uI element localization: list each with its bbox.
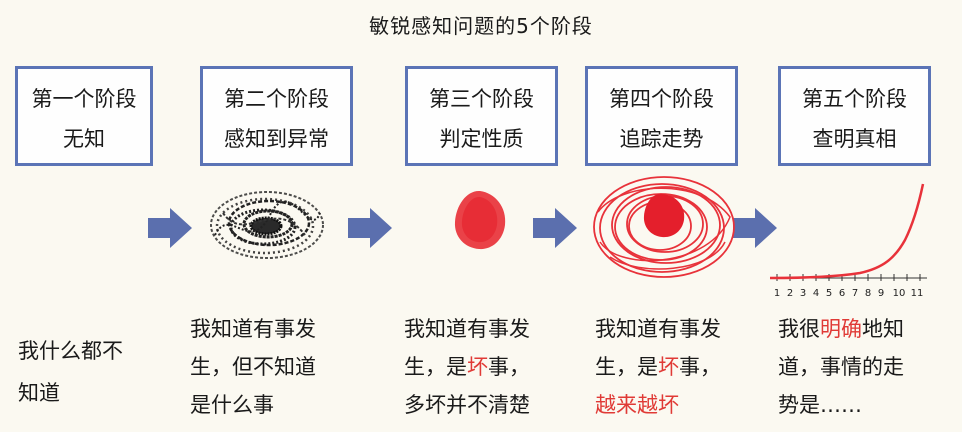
- tick-label: 8: [865, 288, 871, 299]
- description-line: 越来越坏: [595, 386, 721, 424]
- red-blob-icon: [454, 190, 506, 250]
- arrow-4-icon: [733, 208, 777, 248]
- stage-3-name: 第三个阶段: [429, 87, 534, 111]
- description-text: 我知道有事发: [190, 317, 316, 341]
- stage-5-description: 我很明确地知道，事情的走势是……: [778, 310, 904, 424]
- stage-1-description: 我什么都不知道: [18, 330, 123, 414]
- stage-3-label: 判定性质: [439, 127, 524, 151]
- description-line: 道，事情的走: [778, 348, 904, 386]
- tick-label: 3: [800, 288, 806, 299]
- trend-chart: 1 2 3 4 5 6 7 8 9 10 11: [769, 183, 927, 299]
- description-text: 我知道有事发: [595, 317, 721, 341]
- tick-label: 6: [839, 288, 845, 299]
- description-line: 知道: [18, 372, 123, 414]
- stage-3-description: 我知道有事发生，是坏事，多坏并不清楚: [404, 310, 530, 424]
- tick-label: 1: [774, 288, 780, 299]
- red-spiral-icon: [593, 176, 735, 278]
- stage-5-box: 第五个阶段 查明真相: [778, 66, 931, 166]
- description-text: 我很: [778, 317, 820, 341]
- arrow-2-icon: [348, 208, 392, 248]
- tick-label: 7: [852, 288, 858, 299]
- stage-4-description: 我知道有事发生，是坏事，越来越坏: [595, 310, 721, 424]
- description-text: 我什么都不: [18, 339, 123, 363]
- arrow-1-icon: [148, 208, 192, 248]
- description-text: 多坏并不清楚: [404, 393, 530, 417]
- tick-label: 10: [893, 288, 906, 299]
- arrow-3-icon: [533, 208, 577, 248]
- trend-curve: [769, 183, 925, 280]
- stage-3-box: 第三个阶段 判定性质: [405, 66, 558, 166]
- description-line: 生，但不知道: [190, 348, 316, 386]
- description-text: 我知道有事发: [404, 317, 530, 341]
- description-text: 地知: [862, 317, 904, 341]
- description-line: 生，是坏事，: [404, 348, 530, 386]
- description-text: 事，: [679, 355, 721, 379]
- description-line: 我知道有事发: [190, 310, 316, 348]
- tick-label: 2: [787, 288, 793, 299]
- description-text: 势是……: [778, 393, 862, 417]
- description-line: 我什么都不: [18, 330, 123, 372]
- highlight-text: 坏: [467, 355, 488, 379]
- stage-2-name: 第二个阶段: [224, 87, 329, 111]
- description-line: 势是……: [778, 386, 904, 424]
- diagram-title: 敏锐感知问题的5个阶段: [369, 14, 593, 38]
- stage-2-label: 感知到异常: [224, 127, 329, 151]
- tick-label: 4: [813, 288, 819, 299]
- stage-1-box: 第一个阶段 无知: [15, 66, 153, 166]
- description-text: 事，: [488, 355, 530, 379]
- description-text: 生，但不知道: [190, 355, 316, 379]
- stage-5-label: 查明真相: [812, 127, 897, 151]
- black-scribble-icon: [210, 191, 324, 259]
- stage-1-name: 第一个阶段: [31, 87, 137, 111]
- stage-2-box: 第二个阶段 感知到异常: [200, 66, 353, 166]
- description-line: 生，是坏事，: [595, 348, 721, 386]
- stage-4-name: 第四个阶段: [609, 87, 714, 111]
- stage-1-label: 无知: [63, 127, 105, 151]
- description-text: 生，是: [404, 355, 467, 379]
- tick-label: 11: [911, 288, 924, 299]
- highlight-text: 坏: [658, 355, 679, 379]
- stage-5-name: 第五个阶段: [802, 87, 907, 111]
- tick-label: 9: [878, 288, 884, 299]
- stage-2-description: 我知道有事发生，但不知道是什么事: [190, 310, 316, 424]
- description-line: 是什么事: [190, 386, 316, 424]
- stage-4-box: 第四个阶段 追踪走势: [585, 66, 738, 166]
- description-line: 我知道有事发: [595, 310, 721, 348]
- description-text: 生，是: [595, 355, 658, 379]
- description-text: 知道: [18, 381, 60, 405]
- description-line: 多坏并不清楚: [404, 386, 530, 424]
- description-line: 我很明确地知: [778, 310, 904, 348]
- description-line: 我知道有事发: [404, 310, 530, 348]
- stage-4-label: 追踪走势: [619, 127, 704, 151]
- description-text: 是什么事: [190, 393, 274, 417]
- highlight-text: 越来越坏: [595, 393, 679, 417]
- highlight-text: 明确: [820, 317, 862, 341]
- description-text: 道，事情的走: [778, 355, 904, 379]
- tick-label: 5: [826, 288, 832, 299]
